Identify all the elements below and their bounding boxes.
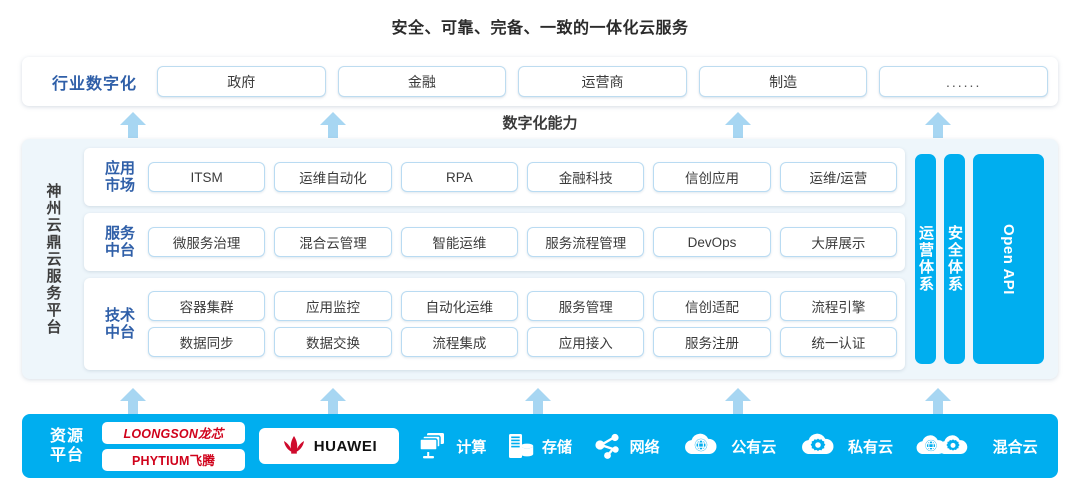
network-icon (593, 432, 623, 460)
resource-item-1[interactable]: 存储 (507, 432, 572, 460)
capability-label: 数字化能力 (502, 115, 578, 132)
platform-layer-row: 容器集群应用监控自动化运维服务管理信创适配流程引擎 (148, 291, 898, 321)
resource-item-list: 计算 存储 网络 公有云 私有云 混合云 (409, 432, 1048, 460)
storage-icon (507, 432, 535, 460)
up-arrow-icon-bottom-4 (925, 388, 951, 414)
capability-pill[interactable]: 大屏展示 (779, 227, 898, 257)
capability-pill[interactable]: 流程集成 (400, 327, 519, 357)
industry-item-list: 政府金融运营商制造...... (157, 66, 1048, 97)
vertical-bar-0[interactable]: 运营体系 (915, 154, 937, 364)
huawei-wordmark: HUAWEI (313, 437, 378, 455)
platform-layer-row: ITSM 运维自动化 RPA 金融科技信创应用运维/运营 (148, 162, 898, 192)
resource-item-label: 私有云 (847, 438, 893, 456)
cloud-service-platform-panel: 神州云鼎云服务平台 应用 市场 ITSM 运维自动化 RPA 金融科技信创应用运维/运营… (22, 139, 1058, 379)
resource-item-label: 公有云 (731, 438, 777, 456)
platform-layer-row: 数据同步数据交换流程集成应用接入服务注册统一认证 (148, 327, 898, 357)
vertical-bar-label: 安全体系 (946, 225, 964, 293)
industry-band-label: 行业数字化 (51, 75, 137, 93)
capability-pill[interactable]: 统一认证 (779, 327, 898, 357)
capability-pill[interactable]: 数据交换 (274, 327, 392, 357)
capability-pill[interactable]: 混合云管理 (274, 227, 392, 257)
public-cloud-icon (680, 432, 724, 460)
private-cloud-icon (797, 432, 841, 460)
cpu-logo-1: PHYTIUM飞腾 (102, 448, 245, 471)
capability-pill[interactable]: DevOps (653, 227, 771, 257)
capability-pill[interactable]: 应用接入 (527, 327, 645, 357)
huawei-flower-icon (283, 436, 304, 454)
vertical-bar-label: 运营体系 (917, 225, 935, 293)
platform-layer-label-0: 应用 市场 (104, 159, 135, 194)
resource-platform-bar: 资源 平台 LOONGSON龙芯 PHYTIUM飞腾 HUAWEI 计算 存储 网络 公… (22, 414, 1058, 478)
capability-pill[interactable]: 服务管理 (527, 291, 645, 321)
up-arrow-icon-bottom-1 (320, 388, 346, 414)
up-arrow-icon-bottom-3 (725, 388, 751, 414)
industry-item-3[interactable]: 制造 (698, 66, 868, 97)
up-arrow-icon-top-1 (320, 112, 346, 138)
platform-layer-grid-2: 容器集群应用监控自动化运维服务管理信创适配流程引擎数据同步数据交换流程集成应用接… (148, 291, 898, 357)
hybrid-cloud-icon (914, 432, 986, 460)
cpu-vendor-logos: LOONGSON龙芯 PHYTIUM飞腾 (102, 421, 245, 471)
vertical-bar-2[interactable]: Open API (973, 154, 1044, 364)
capability-pill[interactable]: 应用监控 (274, 291, 392, 321)
industry-item-0[interactable]: 政府 (157, 66, 326, 97)
platform-layer-label-2: 技术 中台 (104, 306, 135, 341)
platform-layer-grid-1: 微服务治理混合云管理智能运维服务流程管理 DevOps 大屏展示 (148, 227, 898, 257)
capability-pill[interactable]: 服务注册 (653, 327, 771, 357)
page-title: 安全、可靠、完备、一致的一体化云服务 (391, 20, 689, 37)
huawei-logo: HUAWEI (259, 428, 399, 464)
capability-pill[interactable]: RPA (400, 162, 519, 192)
resource-item-0[interactable]: 计算 (419, 432, 486, 460)
platform-layers: 应用 市场 ITSM 运维自动化 RPA 金融科技信创应用运维/运营服务 中台微服务治理… (84, 148, 906, 370)
up-arrow-icon-top-0 (120, 112, 146, 138)
industry-item-4[interactable]: ...... (879, 66, 1048, 97)
platform-layer-row: 微服务治理混合云管理智能运维服务流程管理 DevOps 大屏展示 (148, 227, 898, 257)
capability-pill[interactable]: 自动化运维 (400, 291, 519, 321)
cpu-logo-0: LOONGSON龙芯 (102, 421, 245, 444)
capability-pill[interactable]: 运维/运营 (779, 162, 898, 192)
resource-platform-label: 资源 平台 (49, 427, 84, 464)
bottom-arrow-row (0, 386, 1080, 414)
platform-layer-2: 技术 中台容器集群应用监控自动化运维服务管理信创适配流程引擎数据同步数据交换流程… (84, 278, 906, 370)
capability-pill[interactable]: 容器集群 (148, 291, 266, 321)
resource-item-label: 网络 (629, 438, 660, 456)
resource-item-2[interactable]: 网络 (593, 432, 660, 460)
capability-pill[interactable]: 运维自动化 (274, 162, 392, 192)
top-arrow-row (0, 110, 1080, 138)
resource-item-3[interactable]: 公有云 (680, 432, 776, 460)
platform-layer-grid-0: ITSM 运维自动化 RPA 金融科技信创应用运维/运营 (148, 162, 898, 192)
capability-pill[interactable]: 信创应用 (653, 162, 771, 192)
industry-digitization-band: 行业数字化 政府金融运营商制造...... (22, 57, 1058, 106)
capability-pill[interactable]: 金融科技 (527, 162, 645, 192)
capability-pill[interactable]: 数据同步 (148, 327, 266, 357)
platform-vertical-bars: 运营体系安全体系 Open API (905, 148, 1048, 370)
capability-pill[interactable]: 信创适配 (653, 291, 771, 321)
platform-layer-1: 服务 中台微服务治理混合云管理智能运维服务流程管理 DevOps 大屏展示 (84, 213, 906, 271)
capability-pill[interactable]: ITSM (148, 162, 266, 192)
resource-item-label: 存储 (541, 438, 572, 456)
up-arrow-icon-top-2 (725, 112, 751, 138)
up-arrow-icon-bottom-2 (525, 388, 551, 414)
capability-pill[interactable]: 服务流程管理 (527, 227, 645, 257)
resource-item-5[interactable]: 混合云 (914, 432, 1038, 460)
platform-vertical-label: 神州云鼎云服务平台 (44, 182, 62, 336)
capability-pill[interactable]: 智能运维 (400, 227, 519, 257)
servers-icon (419, 432, 449, 460)
up-arrow-icon-bottom-0 (120, 388, 146, 414)
vertical-bar-label: Open API (1000, 223, 1018, 295)
resource-item-label: 计算 (456, 438, 487, 456)
platform-layer-0: 应用 市场 ITSM 运维自动化 RPA 金融科技信创应用运维/运营 (84, 148, 906, 206)
vertical-bar-1[interactable]: 安全体系 (944, 154, 966, 364)
capability-pill[interactable]: 流程引擎 (779, 291, 898, 321)
capability-pill[interactable]: 微服务治理 (148, 227, 266, 257)
industry-item-1[interactable]: 金融 (337, 66, 507, 97)
resource-item-label: 混合云 (992, 438, 1038, 456)
platform-layer-label-1: 服务 中台 (104, 224, 135, 259)
up-arrow-icon-top-3 (925, 112, 951, 138)
resource-item-4[interactable]: 私有云 (797, 432, 893, 460)
industry-item-2[interactable]: 运营商 (518, 66, 687, 97)
